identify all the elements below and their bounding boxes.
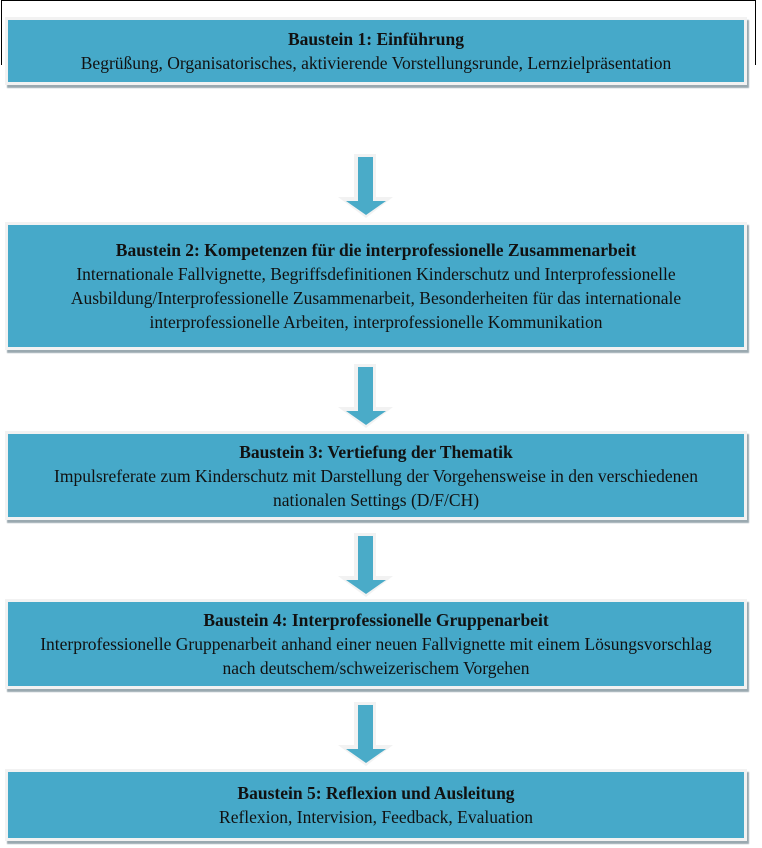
block-text: Internationale Fallvignette, Begriffsdef… bbox=[70, 264, 682, 332]
block-text: Reflexion, Intervision, Feedback, Evalua… bbox=[219, 807, 533, 827]
down-arrow-icon bbox=[338, 364, 393, 428]
block-text: Interprofessionelle Gruppenarbeit anhand… bbox=[40, 634, 712, 678]
block-2: Baustein 2: Kompetenzen für die interpro… bbox=[5, 222, 747, 350]
block-title: Baustein 2: Kompetenzen für die interpro… bbox=[115, 240, 637, 260]
block-3: Baustein 3: Vertiefung der Thematik Impu… bbox=[5, 431, 747, 520]
block-title: Baustein 4: Interprofessionelle Gruppena… bbox=[203, 610, 549, 630]
block-title: Baustein 3: Vertiefung der Thematik bbox=[239, 441, 513, 462]
block-1: Baustein 1: Einführung Begrüßung, Organi… bbox=[5, 17, 747, 85]
down-arrow-icon bbox=[338, 154, 393, 218]
down-arrow-icon bbox=[338, 533, 393, 597]
block-text: Impulsreferate zum Kinderschutz mit Dars… bbox=[54, 465, 698, 510]
block-text: Begrüßung, Organisatorisches, aktivieren… bbox=[80, 53, 672, 73]
block-5: Baustein 5: Reflexion und Ausleitung Ref… bbox=[5, 769, 747, 841]
down-arrow-icon bbox=[338, 702, 393, 766]
block-title: Baustein 1: Einführung bbox=[287, 29, 465, 49]
outer-frame bbox=[1, 0, 756, 65]
block-4: Baustein 4: Interprofessionelle Gruppena… bbox=[5, 599, 747, 689]
block-title: Baustein 5: Reflexion und Ausleitung bbox=[237, 783, 515, 803]
